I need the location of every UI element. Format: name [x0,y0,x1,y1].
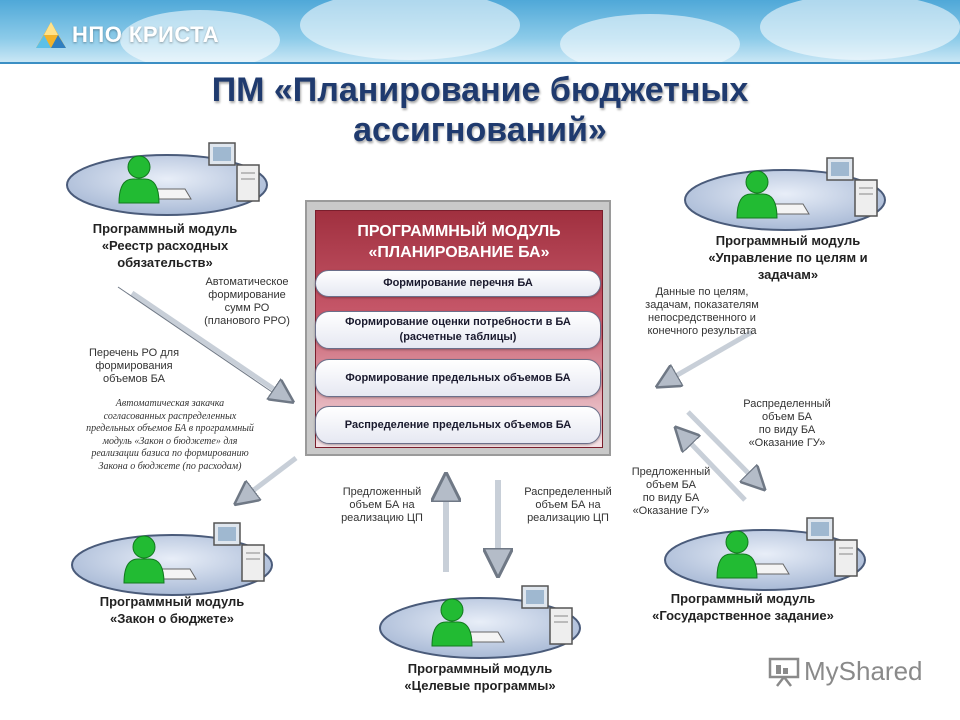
function-item: Формирование перечня БА [315,270,601,297]
function-item: Формирование предельных объемов БА [315,359,601,397]
note-goals-data: Данные по целям, задачам, показателям не… [632,286,772,338]
workstation-goals [684,157,886,231]
note-line: модуль «Закон о бюджете» для [102,435,238,447]
function-item-label: Формирование перечня БА [383,277,533,289]
note-line: реализацию ЦП [341,512,423,524]
note-line: реализацию ЦП [527,512,609,524]
arrow-registry-to-center [130,290,290,400]
note-line: (планового РРО) [204,315,290,327]
note-line: объем БА [646,479,696,491]
note-line: объем БА [762,411,812,423]
note-ro-list: Перечень РО для формирования объемов БА [76,347,192,386]
arrow-outline-registry [117,286,273,393]
function-item-label: Формирование предельных объемов БА [345,371,571,384]
note-line: формирование [208,289,286,301]
arrow-center-to-budget-law [238,456,298,502]
watermark-text: MyShared [804,656,923,686]
note-line: Предложенный [631,466,711,478]
note-line: сумм РО [224,302,270,314]
note-line: «Оказание ГУ» [748,437,826,449]
crystal-logo-icon [36,22,66,48]
workstation-registry [66,142,268,216]
note-line: объем БА на [535,499,601,511]
module-label-line: задачам» [757,267,819,282]
note-line: Автоматическое [205,276,289,288]
note-line: Данные по целям, [655,286,749,298]
planning-module-title: ПРОГРАММНЫЙ МОДУЛЬ «ПЛАНИРОВАНИЕ БА» [316,221,602,263]
page-title-line2: ассигнований» [353,111,607,149]
note-line: задачам, показателям [645,299,759,311]
watermark: MyShared [768,656,923,687]
planning-module-title-line2: «ПЛАНИРОВАНИЕ БА» [368,244,550,261]
header-divider [0,62,960,64]
page-title: ПМ «Планирование бюджетных ассигнований» [0,70,960,150]
note-line: Предложенный [342,486,422,498]
note-line: по виду БА [642,492,700,504]
note-line: Распределенный [524,486,612,498]
module-label-target-programs: Программный модуль «Целевые программы» [370,660,590,694]
note-distributed-gu: Распределенный объем БА по виду БА «Оказ… [732,398,842,450]
note-auto-ro: Автоматическое формирование сумм РО (пла… [196,276,298,328]
workstation-budget-law [71,522,273,596]
note-auto-load: Автоматическая закачка согласованных рас… [62,398,278,473]
arrow-state-task-to-center [678,430,747,502]
module-label-line: Программный модуль [670,591,816,606]
note-distributed-cp: Распределенный объем БА на реализацию ЦП [512,486,624,525]
note-line: объемов БА [103,373,165,385]
presentation-icon [768,657,800,687]
note-line: Автоматическая закачка [115,398,225,409]
module-label-line: «Целевые программы» [404,678,556,693]
note-proposed-cp: Предложенный объем БА на реализацию ЦП [330,486,434,525]
function-item-label: Распределение предельных объемов БА [344,418,572,431]
note-line: Распределенный [743,398,831,410]
workstation-target-programs [379,585,581,659]
note-line: конечного результата [647,325,757,337]
module-label-line: Программный модуль [715,233,861,248]
note-proposed-gu: Предложенный объем БА по виду БА «Оказан… [616,466,726,518]
planning-module-title-line1: ПРОГРАММНЫЙ МОДУЛЬ [357,223,561,240]
module-label-state-task: Программный модуль «Государственное зада… [628,590,858,624]
function-item: Формирование оценки потребности в БА (ра… [315,311,601,349]
note-line: непосредственного и [648,312,756,324]
module-label-goals: Программный модуль «Управление по целям … [678,232,898,283]
module-label-line: «Государственное задание» [652,608,834,623]
module-label-line: обязательств» [117,255,213,270]
arrow-goals-to-center [660,329,754,385]
note-line: формирования [95,360,173,372]
note-line: Закона о бюджете (по расходам) [98,460,242,472]
note-line: объем БА на [349,499,415,511]
module-label-line: Программный модуль [407,661,553,676]
module-label-line: Программный модуль [99,594,245,609]
note-line: по виду БА [758,424,816,436]
module-label-line: «Реестр расходных [101,238,229,253]
note-line: реализации базиса по формированию [91,448,249,459]
module-label-budget-law: Программный модуль «Закон о бюджете» [62,593,282,627]
workstation-state-task [664,517,866,591]
note-line: «Оказание ГУ» [632,505,710,517]
module-label-registry: Программный модуль «Реестр расходных обя… [60,220,270,271]
module-label-line: «Закон о бюджете» [109,611,235,626]
function-item-sublabel: (расчетные таблицы) [399,331,517,343]
brand-logo: НПО КРИСТА [36,22,219,48]
brand-name: НПО КРИСТА [72,22,220,47]
planning-module-box: ПРОГРАММНЫЙ МОДУЛЬ «ПЛАНИРОВАНИЕ БА» Фор… [305,200,611,456]
function-item: Распределение предельных объемов БА [315,406,601,444]
note-line: Перечень РО для [88,347,180,359]
header-banner: НПО КРИСТА [0,0,960,64]
function-item-label: Формирование оценки потребности в БА [345,316,571,328]
module-label-line: «Управление по целям и [708,250,868,265]
page-title-line1: ПМ «Планирование бюджетных [211,71,749,109]
note-line: согласованных распределенных [103,410,237,422]
module-label-line: Программный модуль [92,221,238,236]
note-line: предельных объемов БА в программный [86,423,254,434]
